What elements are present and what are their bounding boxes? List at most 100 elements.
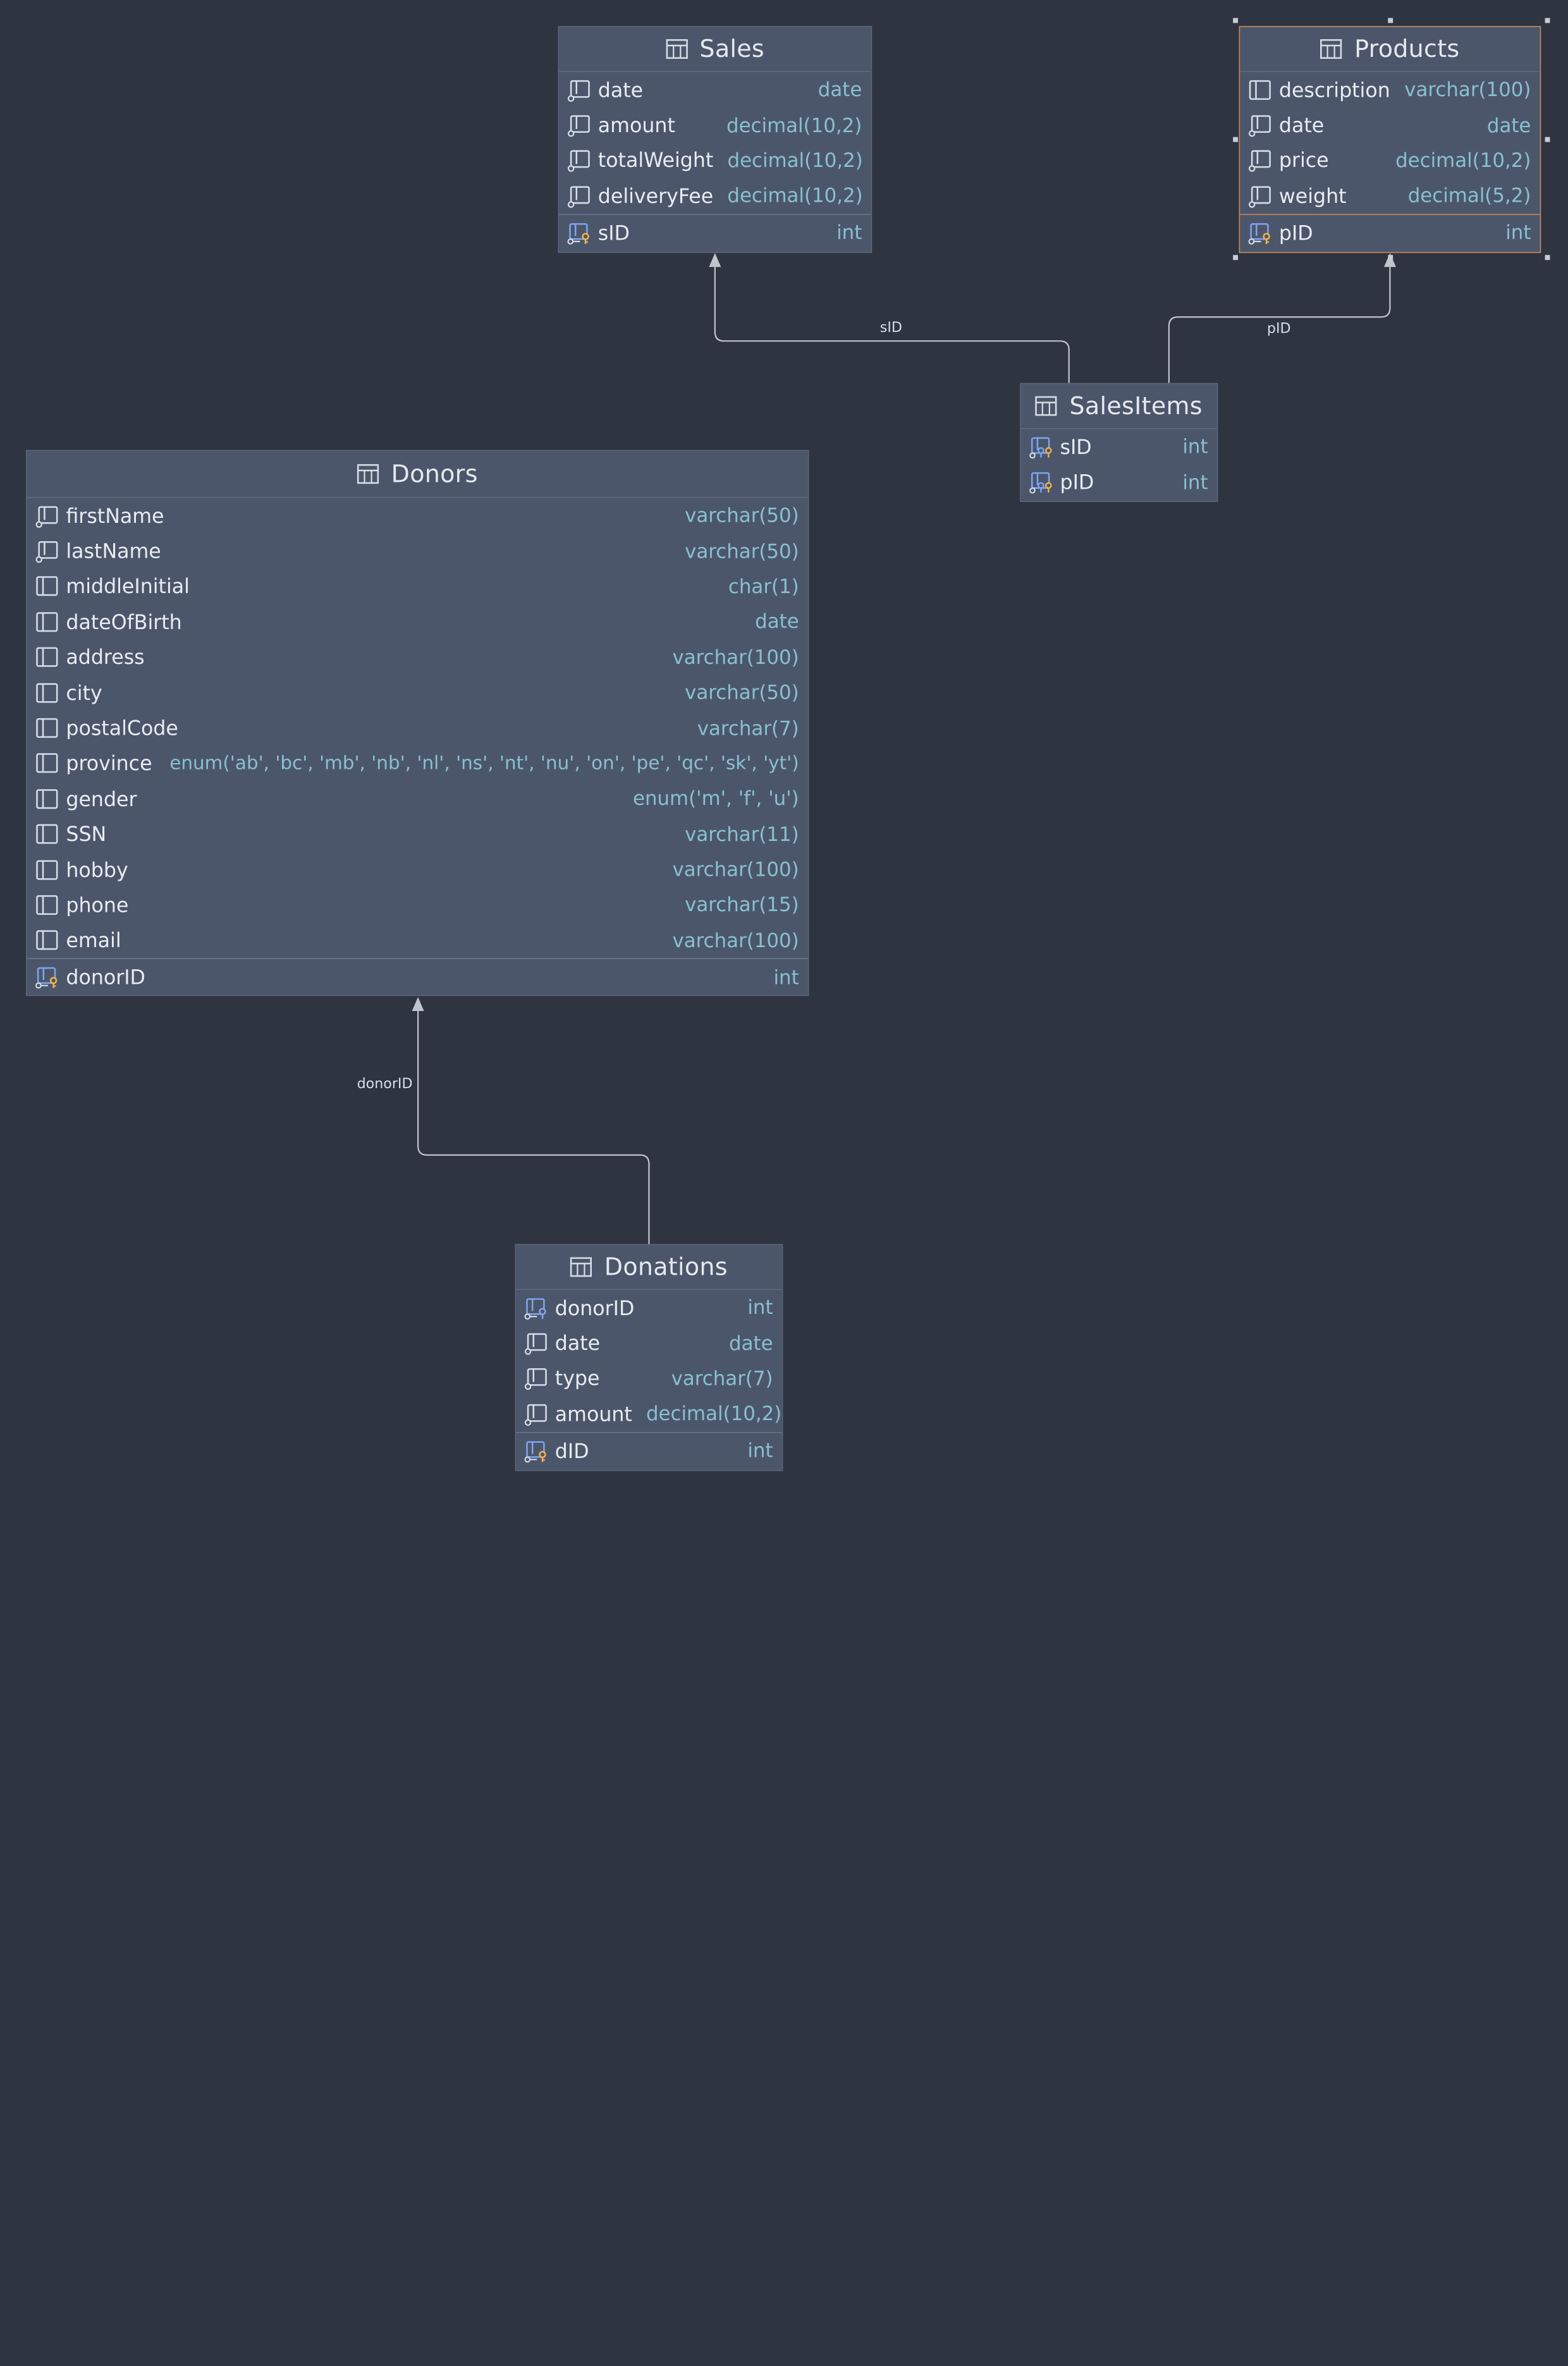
column-type: decimal(10,2) (727, 149, 863, 172)
resize-handle-top-right[interactable] (1545, 18, 1550, 23)
column-icon (35, 928, 59, 952)
column-type: varchar(7) (671, 1366, 773, 1390)
pk-separator (27, 958, 808, 959)
relation-label-sid: sID (879, 320, 902, 336)
relation-salesitems-products-arrow (1383, 253, 1396, 267)
table-grid-icon (1320, 39, 1342, 59)
resize-handle-top-left[interactable] (1233, 18, 1239, 23)
primary-key-icon (1248, 221, 1272, 245)
column-row[interactable]: SSN varchar(11) (27, 816, 808, 852)
resize-handle-bottom-left[interactable] (1233, 255, 1239, 261)
column-icon (35, 716, 59, 740)
column-icon (35, 646, 59, 670)
column-type: enum('m', 'f', 'u') (632, 787, 799, 811)
column-row[interactable]: postalCode varchar(7) (27, 710, 808, 745)
column-name: dateOfBirth (66, 610, 182, 634)
column-icon (35, 681, 59, 705)
table-sales[interactable]: Sales date date amount decimal(10,2) tot… (558, 26, 873, 254)
column-row[interactable]: sID int (1021, 429, 1217, 465)
column-name: sID (597, 220, 630, 245)
column-type: int (1182, 470, 1208, 494)
relation-label-donorid: donorID (357, 1076, 413, 1093)
column-row[interactable]: middleInitial char(1) (27, 569, 808, 604)
column-type: int (747, 1296, 773, 1320)
column-row[interactable]: date date (1240, 107, 1540, 143)
column-name: dID (554, 1438, 589, 1463)
primary-key-row[interactable]: dID int (516, 1433, 782, 1469)
column-type: int (747, 1439, 773, 1462)
column-row[interactable]: dateOfBirth date (27, 604, 808, 640)
resize-handle-top-center[interactable] (1388, 18, 1393, 23)
table-grid-icon (666, 39, 688, 59)
column-icon (35, 893, 59, 917)
column-name: type (554, 1366, 600, 1391)
column-row[interactable]: donorID int (516, 1290, 782, 1325)
column-row[interactable]: price decimal(10,2) (1240, 143, 1540, 178)
indexed-column-icon (524, 1402, 548, 1426)
column-name: donorID (554, 1296, 635, 1320)
column-row[interactable]: address varchar(100) (27, 640, 808, 675)
column-row[interactable]: pID int (1021, 464, 1217, 500)
column-type: varchar(11) (685, 823, 799, 846)
table-products[interactable]: Products description varchar(100) date d… (1239, 26, 1541, 254)
column-row[interactable]: email varchar(100) (27, 922, 808, 958)
table-header: Sales (559, 27, 871, 72)
column-row[interactable]: city varchar(50) (27, 675, 808, 711)
column-name: lastName (66, 539, 161, 563)
column-type: int (773, 965, 799, 989)
column-row[interactable]: lastName varchar(50) (27, 534, 808, 569)
table-title: SalesItems (1069, 391, 1203, 420)
column-type: varchar(100) (672, 646, 799, 669)
column-name: deliveryFee (597, 183, 714, 208)
column-row[interactable]: description varchar(100) (1240, 72, 1540, 107)
column-row[interactable]: weight decimal(5,2) (1240, 178, 1540, 214)
column-row[interactable]: date date (559, 72, 871, 107)
primary-key-row[interactable]: donorID int (27, 959, 808, 995)
pk-separator (559, 213, 871, 215)
column-type: date (818, 78, 862, 102)
primary-key-row[interactable]: sID int (559, 214, 871, 250)
table-grid-icon (1036, 396, 1058, 416)
column-row[interactable]: deliveryFee decimal(10,2) (559, 178, 871, 214)
indexed-column-icon (1248, 184, 1272, 208)
indexed-column-icon (1248, 149, 1272, 173)
table-donors[interactable]: Donors firstName varchar(50) lastName va… (26, 450, 809, 996)
column-row[interactable]: amount decimal(10,2) (516, 1396, 782, 1431)
column-row[interactable]: date date (516, 1325, 782, 1361)
column-row[interactable]: phone varchar(15) (27, 887, 808, 922)
relation-donations-donors-arrow (412, 996, 424, 1011)
column-name: postalCode (66, 716, 178, 740)
column-row[interactable]: totalWeight decimal(10,2) (559, 143, 871, 178)
pk-separator (1240, 213, 1540, 215)
resize-handle-middle-right[interactable] (1545, 137, 1550, 142)
pk-separator (516, 1431, 782, 1433)
indexed-column-icon (524, 1331, 548, 1355)
table-title: Sales (699, 35, 765, 63)
column-name: date (597, 77, 644, 102)
column-row[interactable]: hobby varchar(100) (27, 852, 808, 887)
primary-key-icon (35, 965, 59, 989)
table-donations[interactable]: Donations donorID int date date type var… (515, 1244, 783, 1471)
column-row[interactable]: amount decimal(10,2) (559, 107, 871, 143)
column-name: pID (1278, 220, 1313, 245)
indexed-column-icon (35, 539, 59, 563)
primary-key-row[interactable]: pID int (1240, 214, 1540, 250)
column-name: middleInitial (66, 574, 190, 599)
indexed-column-icon (567, 149, 591, 173)
resize-handle-bottom-right[interactable] (1545, 255, 1550, 261)
column-row[interactable]: type varchar(7) (516, 1361, 782, 1396)
column-type: date (755, 610, 799, 634)
column-type: enum('ab', 'bc', 'mb', 'nb', 'nl', 'ns',… (169, 752, 799, 775)
column-type: date (1486, 113, 1531, 137)
column-row[interactable]: province enum('ab', 'bc', 'mb', 'nb', 'n… (27, 745, 808, 781)
resize-handle-middle-left[interactable] (1233, 137, 1239, 142)
table-title: Donations (604, 1253, 728, 1282)
column-row[interactable]: gender enum('m', 'f', 'u') (27, 781, 808, 816)
table-salesitems[interactable]: SalesItems sID int pID int (1020, 383, 1218, 502)
column-name: weight (1278, 183, 1347, 208)
table-title: Donors (391, 460, 478, 488)
column-row[interactable]: firstName varchar(50) (27, 498, 808, 534)
indexed-column-icon (567, 113, 591, 137)
resize-handle-bottom-center[interactable] (1388, 255, 1393, 261)
